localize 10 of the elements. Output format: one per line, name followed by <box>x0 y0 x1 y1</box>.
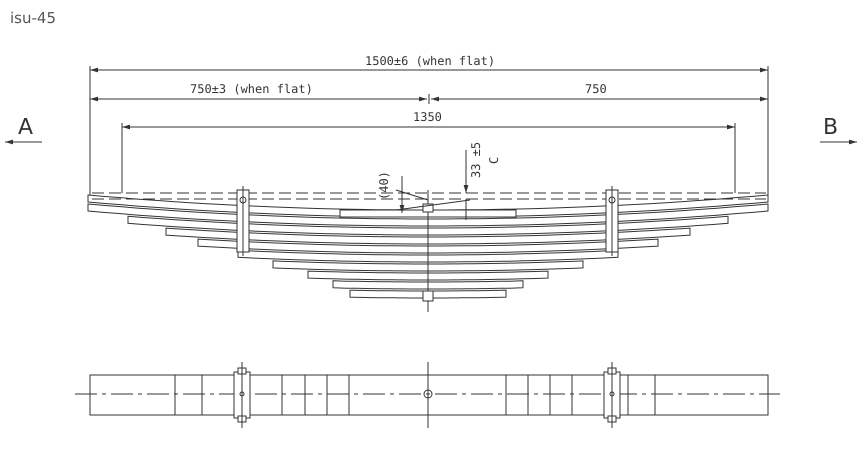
view-letter: A <box>18 117 34 139</box>
dimension-label: 750±3 (when flat) <box>190 83 313 95</box>
dimension-label: 33 ±5 <box>470 142 482 178</box>
dimension-label: 1500±6 (when flat) <box>365 55 496 67</box>
view-letter: B <box>823 117 838 139</box>
dimension-label: 1350 <box>413 111 442 123</box>
drawing-title: isu-45 <box>10 10 56 26</box>
dimension-label: C <box>488 156 500 164</box>
dimension-label: 750 <box>585 83 607 95</box>
dimension-label: (40) <box>378 171 390 200</box>
